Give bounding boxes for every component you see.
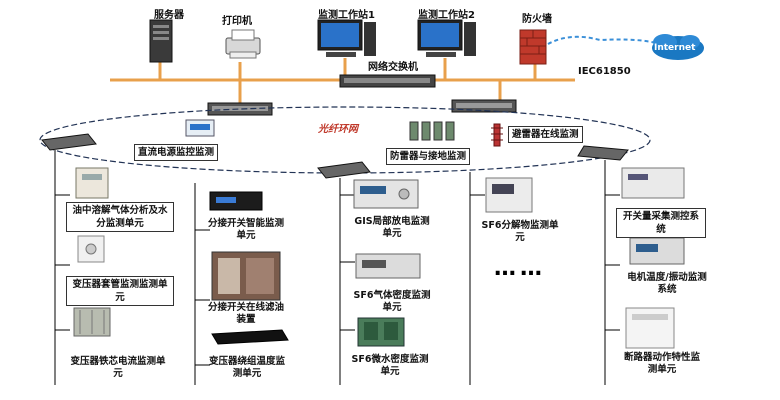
ring-node-switch-icon: [41, 133, 97, 151]
col1-caption-2: 变压器套管监测监测单元: [66, 276, 174, 306]
printer-icon: [225, 29, 261, 59]
switch-acquisition-icon: [621, 167, 685, 199]
col1-caption-3: 变压器铁芯电流监测单元: [70, 356, 166, 379]
ws2-label: 监测工作站2: [418, 10, 475, 21]
breaker-characteristic-icon: [625, 307, 675, 349]
oil-gas-analyzer-icon: [75, 167, 109, 199]
printer-label: 打印机: [222, 16, 252, 27]
internet-label: Internet: [654, 43, 696, 53]
ring-node-switch-icon: [317, 161, 371, 179]
workstation-2-icon: [417, 19, 476, 57]
ring-switch-icon: [451, 99, 517, 113]
firewall-icon: [519, 29, 547, 65]
col3-caption-3: SF6微水密度监测单元: [351, 354, 429, 377]
bushing-monitor-icon: [77, 235, 105, 263]
network-switch-icon: [339, 74, 436, 88]
server-icon: [149, 19, 173, 63]
col2-caption-3: 变压器绕组温度监测单元: [208, 356, 285, 379]
core-current-monitor-icon: [73, 307, 111, 337]
internet-cloud-icon: [547, 34, 704, 60]
col3-caption-2: SF6气体密度监测单元: [353, 290, 431, 313]
sf6-moisture-monitor-icon: [357, 317, 405, 347]
switch-label: 网络交换机: [368, 62, 418, 73]
arrester-icon: [491, 123, 503, 147]
col2-caption-1: 分接开关智能监测单元: [207, 218, 284, 241]
sf6-density-monitor-icon: [355, 253, 421, 279]
motor-temp-monitor-icon: [629, 237, 685, 265]
gis-pd-monitor-icon: [353, 179, 419, 209]
col5-caption-3: 断路器动作特性监测单元: [623, 352, 700, 375]
ws1-label: 监测工作站1: [318, 10, 375, 21]
col4-caption-1: SF6分解物监测单元: [481, 220, 559, 243]
col5-caption-2: 电机温度/振动监测系统: [627, 272, 707, 295]
server-label: 服务器: [154, 10, 184, 21]
col3-caption-1: GIS局部放电监测单元: [354, 216, 430, 239]
workstation-1-icon: [317, 19, 376, 57]
winding-temp-monitor-icon: [211, 329, 289, 345]
ellipsis: ……: [494, 256, 546, 281]
ring-switch-icon: [207, 102, 273, 116]
col2-caption-2: 分接开关在线滤油装置: [207, 302, 284, 325]
col5-caption-1: 开关量采集测控系统: [616, 208, 706, 238]
ring-label: 光纤环网: [318, 124, 358, 135]
dc-monitor-device-icon: [185, 119, 215, 137]
oil-filter-icon: [211, 251, 281, 301]
sf6-decomposition-monitor-icon: [485, 177, 533, 213]
surge-device-icon: [409, 121, 455, 141]
tap-changer-monitor-icon: [209, 191, 263, 211]
ring-node-switch-icon: [577, 145, 629, 161]
surge-box: 防雷器与接地监测: [386, 148, 471, 165]
dc-monitor-box: 直流电源监控监测: [134, 144, 219, 161]
firewall-label: 防火墙: [522, 14, 552, 25]
col1-caption-1: 油中溶解气体分析及水分监测单元: [66, 202, 174, 232]
arrester-box: 避雷器在线监测: [508, 126, 583, 143]
bus-label: IEC61850: [578, 66, 631, 77]
